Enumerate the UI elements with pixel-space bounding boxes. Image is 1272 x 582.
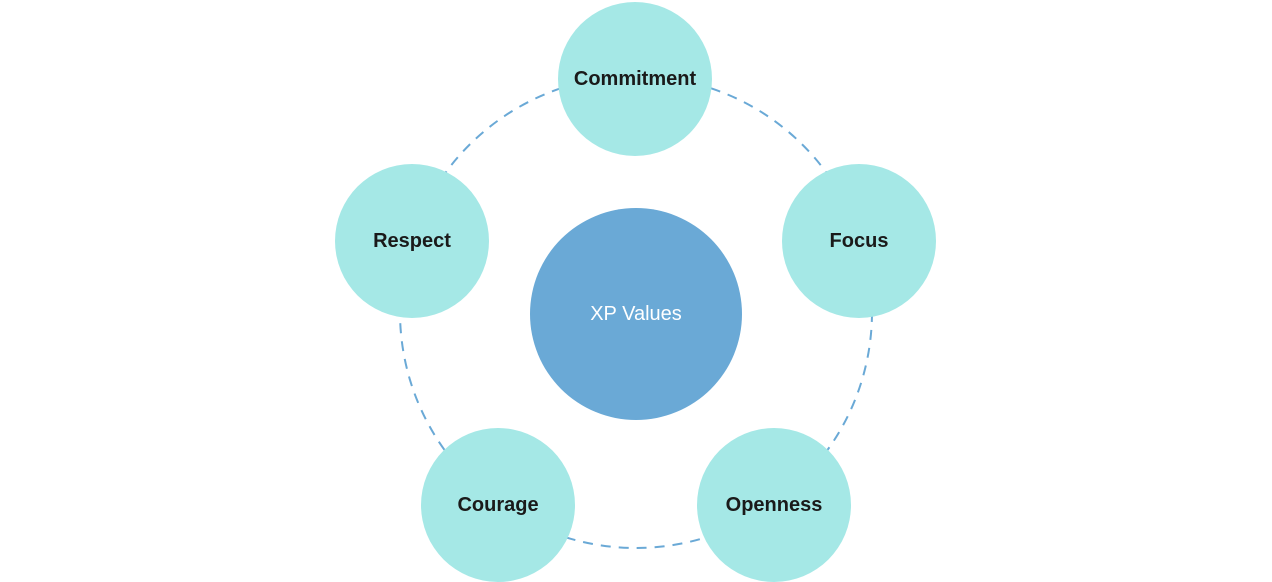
value-label: Courage (457, 493, 539, 516)
value-node-openness: Openness (697, 428, 851, 582)
value-node-commitment: Commitment (558, 2, 712, 156)
center-label: XP Values (590, 302, 682, 325)
value-label: Respect (373, 229, 451, 252)
center-node: XP Values (530, 208, 742, 420)
value-label: Focus (829, 229, 889, 252)
value-node-focus: Focus (782, 164, 936, 318)
value-node-courage: Courage (421, 428, 575, 582)
value-node-respect: Respect (335, 164, 489, 318)
value-label: Commitment (573, 67, 697, 90)
value-label: Openness (725, 493, 823, 516)
